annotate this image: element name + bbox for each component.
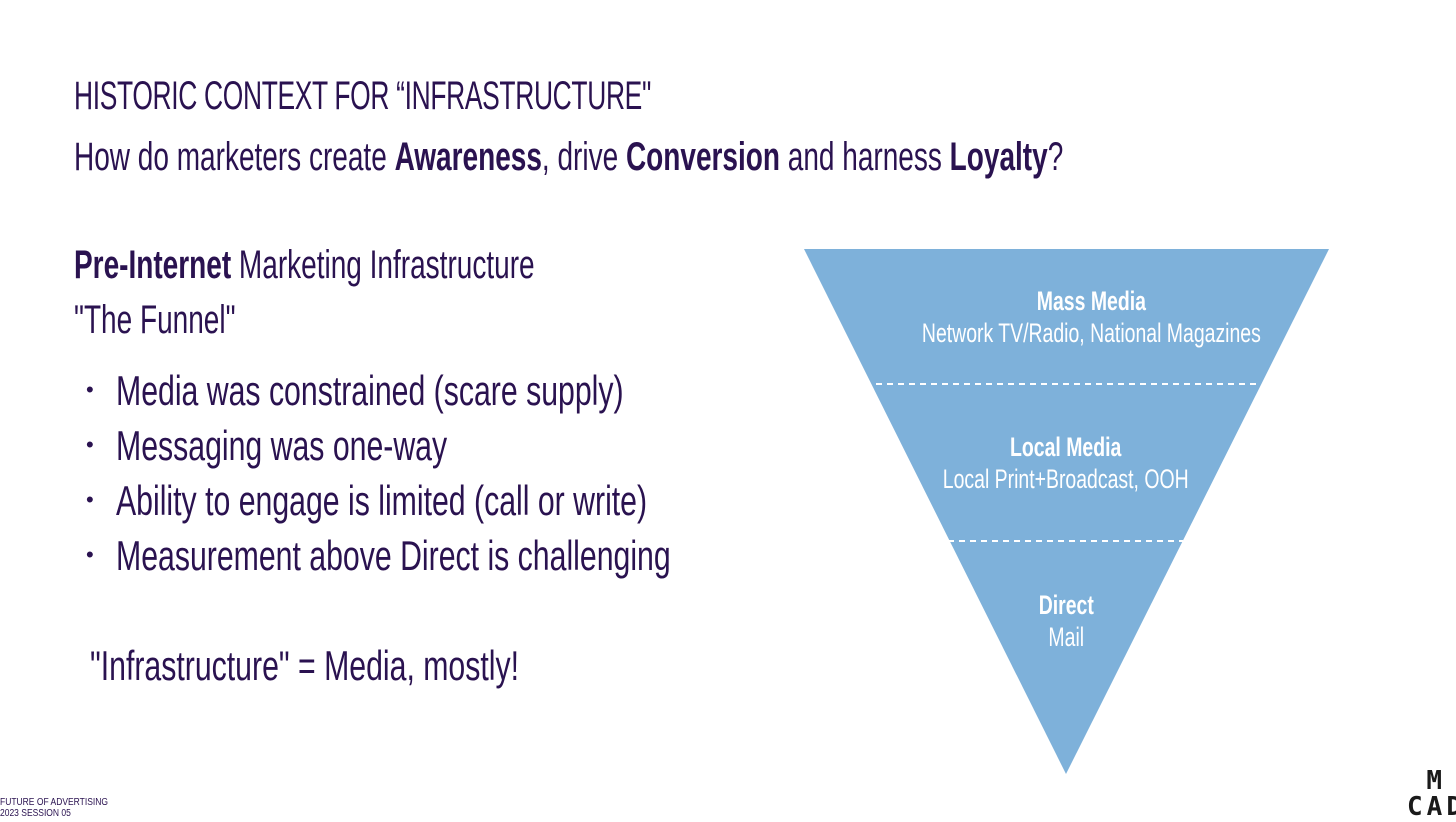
funnel-level-description: Network TV/Radio, National Magazines — [921, 318, 1261, 348]
keyword-conversion: Conversion — [625, 135, 780, 179]
funnel-level-title: Mass Media — [1036, 286, 1146, 316]
subtitle-part-3: and harness — [779, 135, 950, 179]
bullet-text: Messaging was one-way — [116, 422, 448, 469]
keyword-loyalty: Loyalty — [949, 135, 1048, 179]
funnel-level-title: Local Media — [1010, 432, 1122, 462]
subtitle-part-2: , drive — [541, 135, 626, 179]
bullet-item: • Measurement above Direct is challengin… — [86, 532, 726, 587]
funnel-level-direct: Direct Mail — [856, 589, 1276, 653]
subtitle-question: How do marketers create Awareness, drive… — [74, 134, 1063, 180]
subtitle-question-mark: ? — [1047, 135, 1064, 179]
bullet-dot: • — [86, 542, 94, 567]
bullet-item: • Messaging was one-way — [86, 422, 726, 477]
funnel-level-description: Local Print+Broadcast, OOH — [943, 464, 1189, 494]
logo-line-1: M — [1426, 766, 1442, 796]
footer-course-name: FUTURE OF ADVERTISING — [0, 797, 109, 808]
slide-title: HISTORIC CONTEXT FOR “INFRASTRUCTURE" — [74, 74, 651, 118]
logo-line-2: CAD — [1407, 792, 1456, 822]
bullet-text: Measurement above Direct is challenging — [116, 532, 671, 579]
brand-logo: M CAD — [1407, 768, 1456, 820]
footer-session: 2023 SESSION 05 — [0, 808, 71, 819]
funnel-level-local-media: Local Media Local Print+Broadcast, OOH — [856, 431, 1276, 495]
keyword-awareness: Awareness — [394, 135, 542, 179]
conclusion-text: "Infrastructure" = Media, mostly! — [90, 642, 520, 689]
section-subheading: "The Funnel" — [74, 298, 236, 342]
bullet-item: • Ability to engage is limited (call or … — [86, 477, 726, 532]
bullet-dot: • — [86, 487, 94, 512]
section-heading-rest: Marketing Infrastructure — [231, 243, 535, 287]
funnel-triangle — [804, 249, 1329, 774]
section-heading-bold: Pre-Internet — [74, 243, 232, 287]
bullet-text: Media was constrained (scare supply) — [116, 367, 624, 414]
section-heading: Pre-Internet Marketing Infrastructure — [74, 242, 535, 288]
bullet-dot: • — [86, 432, 94, 457]
funnel-level-title: Direct — [1038, 590, 1094, 620]
bullet-text: Ability to engage is limited (call or wr… — [116, 477, 648, 524]
funnel-level-description: Mail — [1048, 622, 1084, 652]
bullet-item: • Media was constrained (scare supply) — [86, 367, 726, 422]
subtitle-part-1: How do marketers create — [74, 135, 395, 179]
slide-footer: FUTURE OF ADVERTISING 2023 SESSION 05 — [0, 797, 108, 819]
bullet-dot: • — [86, 377, 94, 402]
funnel-level-mass-media: Mass Media Network TV/Radio, National Ma… — [856, 285, 1276, 349]
bullet-list: • Media was constrained (scare supply) •… — [86, 367, 726, 587]
